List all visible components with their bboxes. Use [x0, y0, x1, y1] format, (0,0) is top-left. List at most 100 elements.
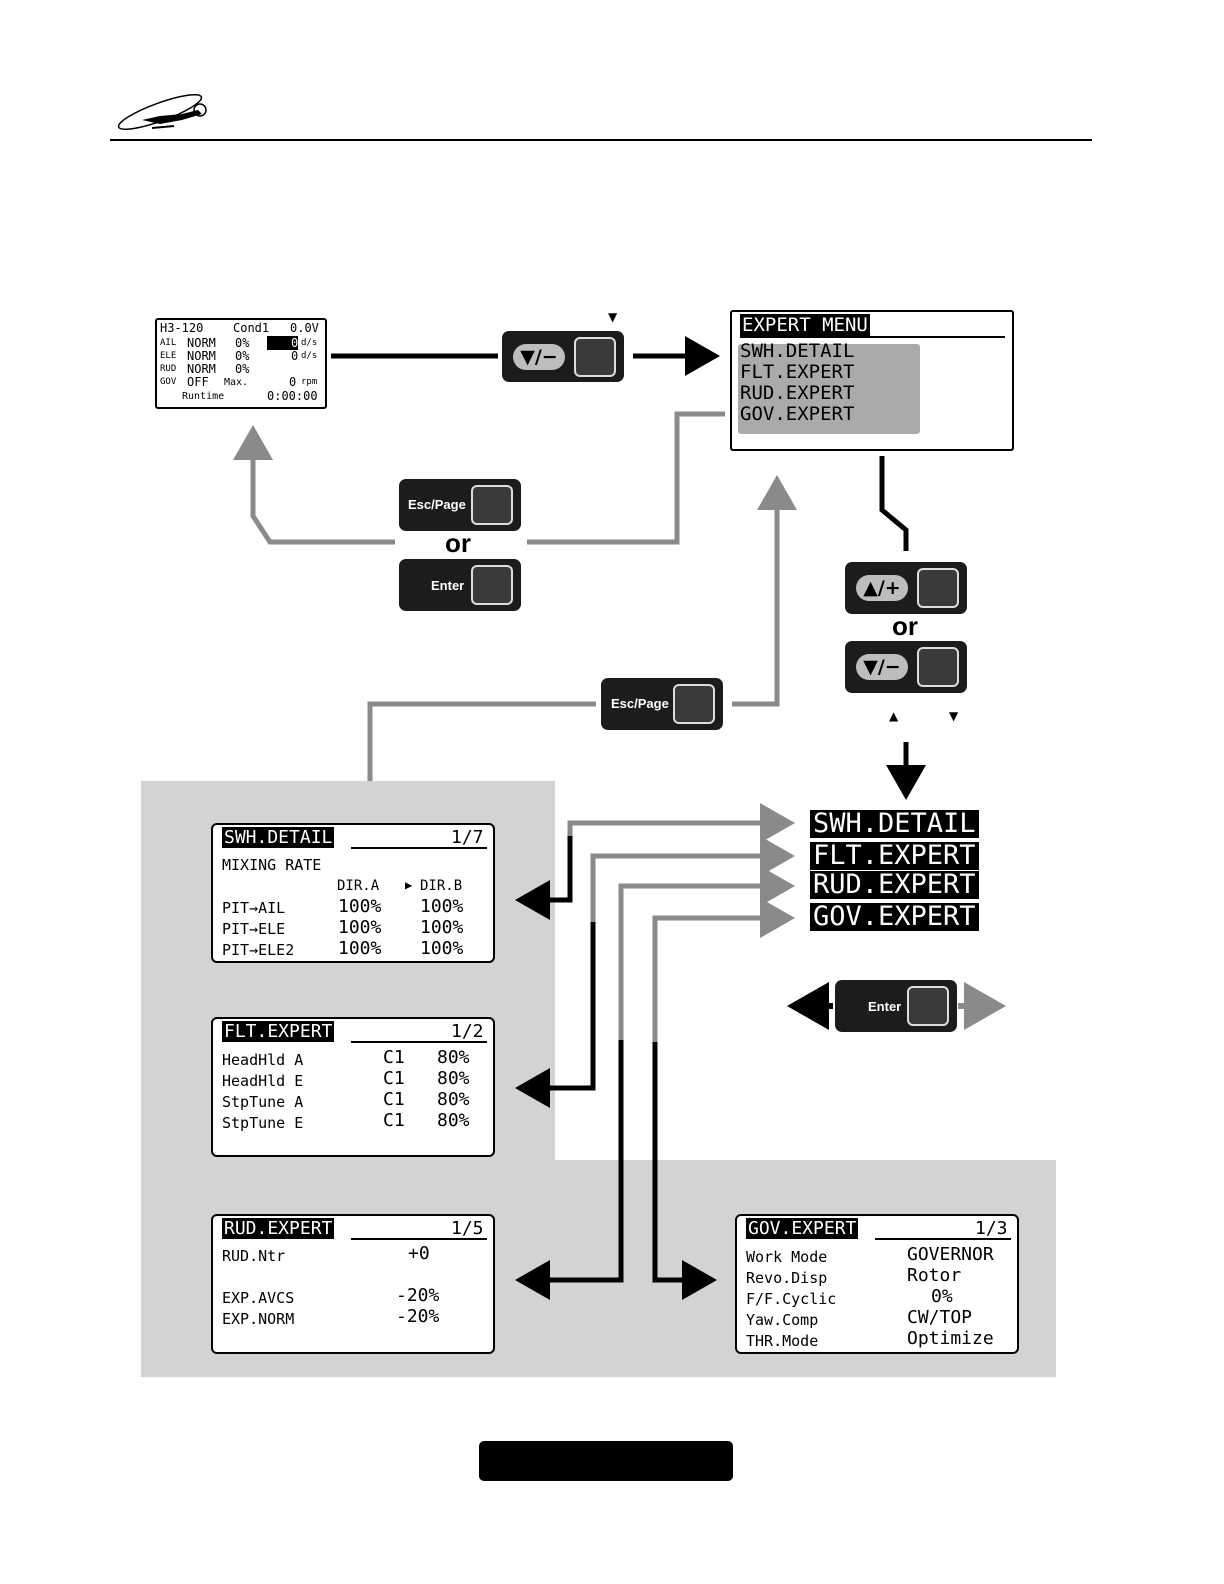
- title-underline: [351, 1041, 487, 1043]
- gov-rpm-value: 0: [289, 375, 297, 389]
- down-minus-button-2[interactable]: ▼/−: [845, 641, 967, 693]
- enter-button-legend[interactable]: Enter: [835, 980, 957, 1032]
- enter-key[interactable]: [471, 565, 513, 605]
- gov-row-value: 0%: [931, 1286, 953, 1307]
- flt-expert-screen: FLT.EXPERT 1/2 HeadHld A C1 80% HeadHld …: [211, 1017, 495, 1157]
- down-minus-button[interactable]: ▼/−: [502, 331, 624, 382]
- down-minus-key-2[interactable]: [917, 647, 959, 687]
- rud-row-value: -20%: [396, 1306, 440, 1327]
- runtime-value: 0:00:00: [267, 389, 318, 403]
- rud-expert-screen: RUD.EXPERT 1/5 RUD.Ntr +0 EXP.AVCS -20% …: [211, 1214, 495, 1354]
- gov-row-value: Optimize: [907, 1328, 994, 1349]
- up-plus-button[interactable]: ▲/+: [845, 562, 967, 614]
- esc-page-button[interactable]: Esc/Page: [399, 479, 521, 531]
- swh-detail-page: 1/7: [451, 827, 484, 848]
- gov-expert-page: 1/3: [975, 1218, 1008, 1239]
- mixing-rate-label: MIXING RATE: [222, 856, 322, 874]
- gov-row-name: Yaw.Comp: [746, 1311, 819, 1329]
- rud-mode: NORM: [187, 362, 216, 376]
- down-triangle-marker-2: ▼: [949, 709, 959, 723]
- swh-detail-screen: SWH.DETAIL 1/7 MIXING RATE DIR.A ▶ DIR.B…: [211, 823, 495, 963]
- esc-page-label: Esc/Page: [408, 497, 466, 512]
- enter-label-legend: Enter: [868, 999, 902, 1014]
- gov-row-value: GOVERNOR: [907, 1244, 994, 1265]
- title-underline: [351, 1238, 487, 1240]
- enter-button[interactable]: Enter: [399, 559, 521, 611]
- expert-menu-screen: EXPERT MENU SWH.DETAIL FLT.EXPERT RUD.EX…: [730, 310, 1014, 451]
- expert-menu-title: EXPERT MENU: [740, 314, 870, 336]
- flt-row-value: 80%: [437, 1047, 470, 1068]
- flt-row-cond: C1: [383, 1068, 405, 1089]
- menu-item-rud-expert[interactable]: RUD.EXPERT: [740, 382, 855, 404]
- enter-key-legend[interactable]: [907, 986, 949, 1026]
- rud-row-name: RUD.Ntr: [222, 1247, 286, 1265]
- gov-mode: OFF: [187, 375, 209, 389]
- rud-row-value: +0: [408, 1243, 430, 1264]
- menu-label-rud-expert: RUD.EXPERT: [810, 871, 979, 899]
- ele-percent: 0%: [235, 349, 250, 363]
- or-label-left: or: [445, 528, 471, 558]
- menu-label-flt-expert: FLT.EXPERT: [810, 842, 979, 870]
- gov-max-label: Max.: [224, 377, 249, 388]
- ele-label: ELE: [160, 351, 177, 361]
- ele-rate-unit: d/s: [301, 351, 318, 361]
- rud-label: RUD: [160, 364, 177, 374]
- title-underline: [351, 847, 487, 849]
- gov-rpm-unit: rpm: [301, 377, 318, 387]
- esc-page-key-2[interactable]: [673, 684, 715, 724]
- swh-row-a: 100%: [338, 896, 382, 917]
- gov-label: GOV: [160, 377, 177, 387]
- dir-b-header: DIR.B: [420, 878, 463, 894]
- down-minus-label: ▼/−: [513, 344, 565, 370]
- condition-label: Cond1: [233, 321, 270, 335]
- menu-item-flt-expert[interactable]: FLT.EXPERT: [740, 361, 855, 383]
- flt-row-cond: C1: [383, 1047, 405, 1068]
- up-plus-key[interactable]: [917, 568, 959, 608]
- gov-expert-title: GOV.EXPERT: [746, 1218, 859, 1239]
- menu-item-swh-detail[interactable]: SWH.DETAIL: [740, 340, 855, 362]
- down-minus-label-2: ▼/−: [856, 654, 908, 680]
- flt-expert-page: 1/2: [451, 1021, 484, 1042]
- swh-row-a: 100%: [338, 938, 382, 959]
- rud-row-name: EXP.AVCS: [222, 1289, 295, 1307]
- rud-row-value: -20%: [396, 1285, 440, 1306]
- home-screen: H3-120 Cond1 0.0V AIL NORM 0% 0 d/s ELE …: [155, 318, 327, 409]
- rud-percent: 0%: [235, 362, 250, 376]
- rud-row-name: EXP.NORM: [222, 1310, 295, 1328]
- ele-rate-value: 0: [291, 349, 299, 363]
- rud-expert-page: 1/5: [451, 1218, 484, 1239]
- up-triangle-marker: ▲: [889, 709, 899, 723]
- flt-row-name: StpTune E: [222, 1114, 304, 1132]
- flt-row-value: 80%: [437, 1068, 470, 1089]
- swh-row-a: 100%: [338, 917, 382, 938]
- enter-label: Enter: [431, 578, 465, 593]
- swh-row-name: PIT→AIL: [222, 899, 286, 917]
- menu-highlight: [738, 344, 920, 434]
- down-triangle-marker: ▼: [608, 310, 618, 324]
- gov-row-name: THR.Mode: [746, 1332, 819, 1350]
- swh-detail-title: SWH.DETAIL: [222, 827, 335, 848]
- header-rule: [110, 139, 1092, 141]
- esc-page-key[interactable]: [471, 485, 513, 525]
- dir-a-header: DIR.A: [337, 878, 380, 894]
- flt-expert-title: FLT.EXPERT: [222, 1021, 335, 1042]
- down-minus-key[interactable]: [574, 337, 616, 377]
- gov-row-name: F/F.Cyclic: [746, 1290, 837, 1308]
- flt-row-value: 80%: [437, 1089, 470, 1110]
- esc-page-label-2: Esc/Page: [611, 696, 669, 711]
- esc-page-button-2[interactable]: Esc/Page: [601, 678, 723, 730]
- gov-row-name: Revo.Disp: [746, 1269, 828, 1287]
- up-plus-label: ▲/+: [856, 575, 908, 601]
- gov-row-value: CW/TOP: [907, 1307, 973, 1328]
- helicopter-logo-icon: [117, 93, 207, 131]
- gov-row-name: Work Mode: [746, 1248, 828, 1266]
- swh-row-b: 100%: [420, 938, 464, 959]
- menu-label-gov-expert: GOV.EXPERT: [810, 903, 979, 931]
- menu-item-gov-expert[interactable]: GOV.EXPERT: [740, 403, 855, 425]
- flt-row-cond: C1: [383, 1089, 405, 1110]
- gov-row-value: Rotor: [907, 1265, 962, 1286]
- runtime-label: Runtime: [182, 391, 225, 402]
- title-underline: [875, 1238, 1011, 1240]
